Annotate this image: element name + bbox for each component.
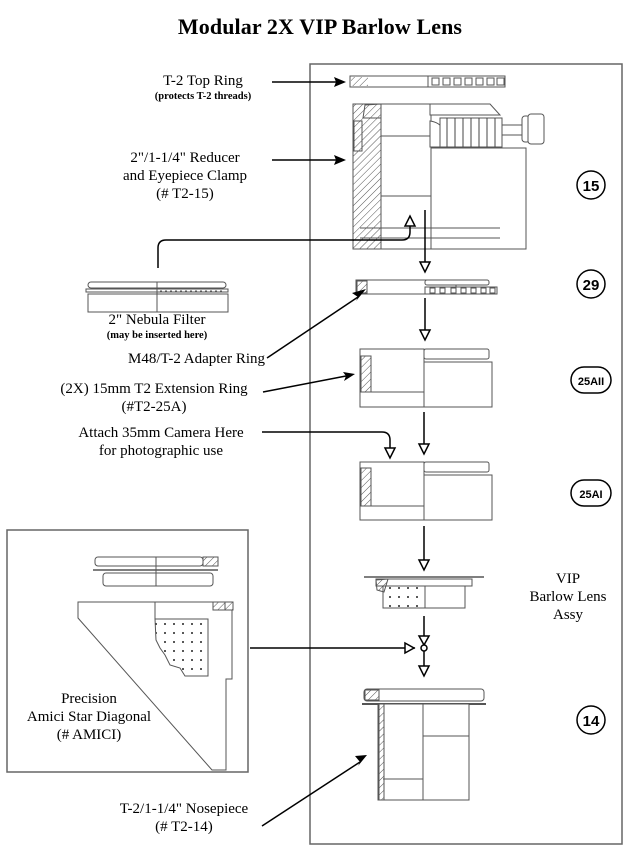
part-badges	[570, 170, 612, 735]
barlow-lens-assy-part	[364, 576, 484, 609]
leader-lines	[157, 81, 415, 827]
t2-top-ring-part	[349, 75, 506, 88]
label-top-ring-title: T-2 Top Ring	[163, 73, 243, 89]
arrowheads	[334, 77, 367, 766]
label-amici: Precision Amici Star Diagonal (# AMICI)	[14, 690, 164, 744]
extension-ring-2-part	[359, 348, 493, 408]
label-amici-line2: Amici Star Diagonal	[26, 709, 152, 725]
label-top-ring-note: (protects T-2 threads)	[154, 91, 252, 102]
label-extension-ring: (2X) 15mm T2 Extension Ring (#T2-25A)	[44, 380, 264, 416]
label-camera-line2: for photographic use	[98, 443, 224, 459]
nebula-filter-part	[85, 281, 229, 313]
amici-diagonal-part	[77, 556, 234, 771]
badge-14	[576, 705, 606, 735]
label-reducer-line1: 2"/1-1/4" Reducer	[130, 150, 240, 166]
label-reducer-line3: (# T2-15)	[156, 186, 214, 202]
label-barlow-assy-line1: VIP	[555, 571, 581, 587]
label-barlow-assy-line3: Assy	[552, 607, 583, 623]
label-nebula-filter-title: 2" Nebula Filter	[108, 312, 206, 328]
label-camera-line1: Attach 35mm Camera Here	[78, 425, 244, 441]
label-nosepiece-line1: T-2/1-1/4" Nosepiece	[119, 801, 249, 817]
reducer-clamp-part	[352, 103, 545, 250]
badge-25ai	[570, 479, 612, 507]
label-camera: Attach 35mm Camera Here for photographic…	[56, 424, 266, 460]
inset-frame	[6, 529, 249, 773]
label-extension-ring-line2: (#T2-25A)	[121, 399, 187, 415]
badge-15-label: 15	[583, 178, 600, 195]
label-adapter-ring: M48/T-2 Adapter Ring	[128, 351, 265, 367]
label-reducer-line2: and Eyepiece Clamp	[122, 168, 248, 184]
adapter-ring-part	[355, 279, 498, 295]
label-amici-line1: Precision	[61, 691, 117, 707]
diagram-title: Modular 2X VIP Barlow Lens	[177, 14, 463, 39]
label-extension-ring-line1: (2X) 15mm T2 Extension Ring	[60, 381, 248, 397]
label-nosepiece: T-2/1-1/4" Nosepiece (# T2-14)	[104, 800, 264, 836]
badge-29	[576, 269, 606, 299]
flow-arrows	[383, 210, 432, 678]
label-nosepiece-line2: (# T2-14)	[155, 819, 213, 835]
label-nebula-filter-note: (may be inserted here)	[106, 330, 208, 341]
main-frame	[309, 63, 623, 845]
label-barlow-assy-line2: Barlow Lens	[529, 589, 607, 605]
badge-25aii-label: 25AII	[578, 376, 604, 388]
nosepiece-part	[362, 688, 486, 801]
label-barlow-assy: VIP Barlow Lens Assy	[518, 570, 618, 624]
extension-ring-1-part	[359, 461, 493, 521]
badge-29-label: 29	[583, 277, 600, 294]
badge-14-label: 14	[583, 713, 600, 730]
label-reducer: 2"/1-1/4" Reducer and Eyepiece Clamp (# …	[100, 149, 270, 203]
badge-15	[576, 170, 606, 200]
label-amici-line3: (# AMICI)	[56, 727, 122, 743]
label-top-ring: T-2 Top Ring (protects T-2 threads)	[128, 72, 278, 103]
badge-25aii	[570, 366, 612, 394]
label-nebula-filter: 2" Nebula Filter (may be inserted here)	[82, 311, 232, 342]
badge-25ai-label: 25AI	[579, 489, 602, 501]
